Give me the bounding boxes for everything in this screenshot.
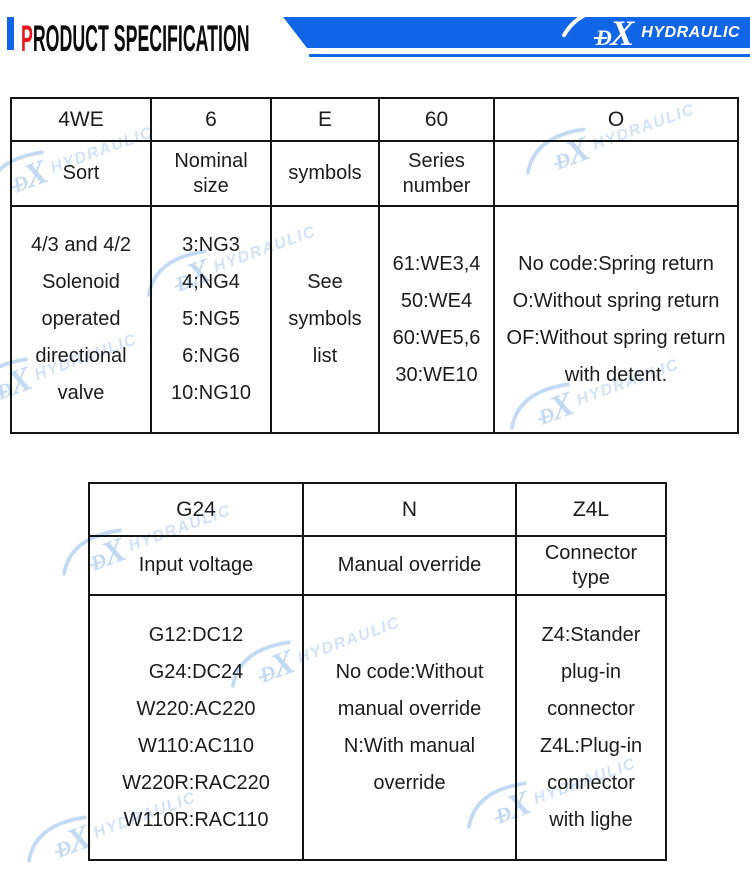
code-o: O: [493, 97, 739, 142]
title-accent-bar: [7, 17, 14, 50]
label-empty: [493, 140, 739, 207]
code-g24: G24: [88, 482, 304, 537]
title-first-letter: P: [21, 18, 33, 59]
code-row: G24 N Z4L: [88, 482, 667, 537]
title-rest: RODUCT SPECIFICATION: [32, 18, 250, 59]
label-sort: Sort: [10, 140, 152, 207]
code-4we: 4WE: [10, 97, 152, 142]
swoosh-icon: [562, 17, 638, 38]
label-symbols: symbols: [270, 140, 380, 207]
label-manual-override: Manual override: [302, 535, 517, 596]
code-n: N: [302, 482, 517, 537]
code-row: 4WE 6 E 60 O: [10, 97, 739, 142]
swoosh-icon: [27, 816, 87, 864]
code-60: 60: [378, 97, 495, 142]
page-title: PRODUCT SPECIFICATION: [21, 20, 250, 57]
model-code-table-2: G24 N Z4L Input voltage Manual override …: [88, 482, 667, 861]
code-e: E: [270, 97, 380, 142]
banner-underline: [309, 54, 750, 57]
code-6: 6: [150, 97, 272, 142]
brand-name: HYDRAULIC: [641, 23, 740, 41]
label-input-voltage: Input voltage: [88, 535, 304, 596]
code-z4l: Z4L: [515, 482, 667, 537]
